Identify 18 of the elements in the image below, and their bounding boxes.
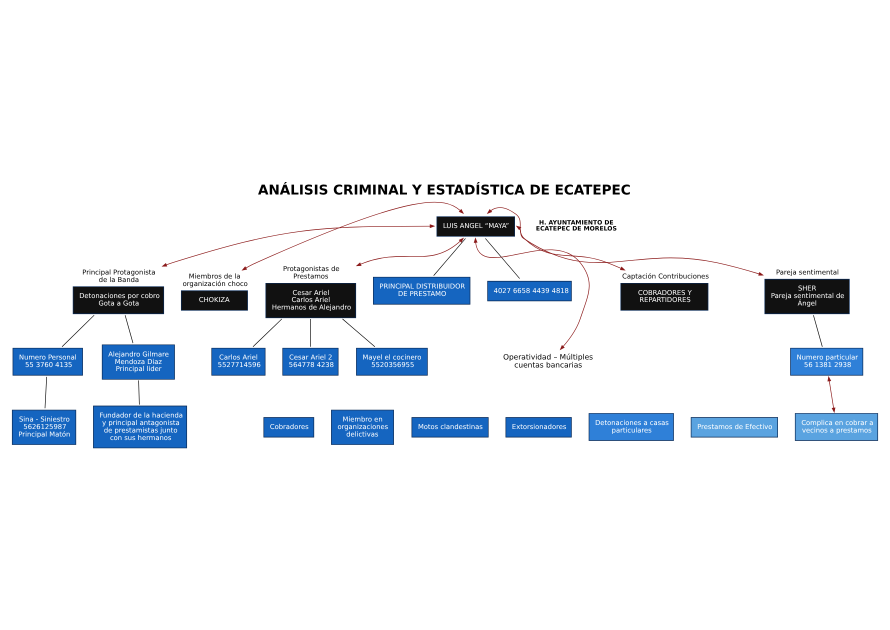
arrow (356, 237, 464, 266)
arrow (516, 225, 764, 276)
arrow (242, 201, 464, 270)
connector (310, 318, 311, 347)
arrow (474, 236, 590, 350)
arrow (162, 224, 436, 266)
connector (342, 318, 376, 347)
connector (813, 314, 823, 347)
connector (44, 376, 47, 408)
connector (252, 318, 282, 347)
connector (138, 380, 140, 404)
connector (124, 314, 134, 343)
diagram-title: ANÁLISIS CRIMINAL Y ESTADÍSTICA DE ECATEPEC (258, 182, 631, 198)
connector (485, 238, 520, 278)
connector (433, 238, 466, 276)
arrow (827, 375, 836, 413)
arrow (486, 206, 626, 270)
connector (62, 314, 95, 347)
